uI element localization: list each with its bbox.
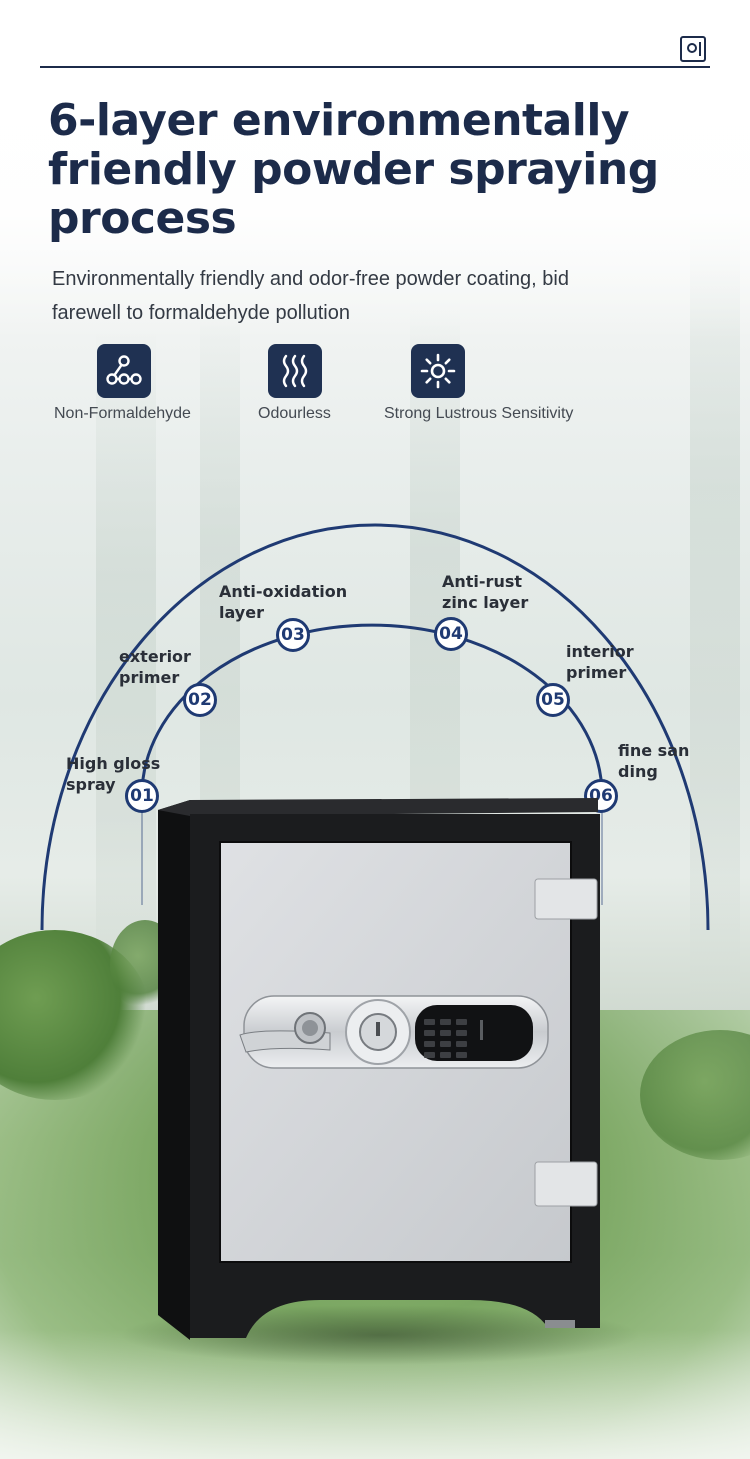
step-label-06: fine san ding (618, 741, 690, 781)
feature-label: Non-Formaldehyde (54, 405, 191, 422)
feature-lustrous: Strong Lustrous Sensitivity (384, 344, 584, 424)
dial-center (302, 1020, 318, 1036)
step-node-04: 04 (434, 617, 468, 651)
step-node-03: 03 (276, 618, 310, 652)
step-label-03: Anti-oxidation layer (219, 582, 348, 622)
step-node-01: 01 (125, 779, 159, 813)
step-label-01: High gloss spray (66, 754, 161, 794)
molecule-icon (97, 344, 151, 398)
keypad-indicator (480, 1020, 483, 1040)
inner-arc (140, 623, 604, 796)
feature-label: Strong Lustrous Sensitivity (384, 405, 574, 422)
step-label-04: Anti-rust zinc layer (442, 572, 529, 612)
odour-waves-icon (268, 344, 322, 398)
feature-non-formaldehyde: Non-Formaldehyde (54, 344, 191, 424)
safe-logo-icon (680, 36, 706, 62)
page-subtitle: Environmentally friendly and odor-free p… (52, 268, 569, 324)
safe-foot (545, 1320, 575, 1328)
step-label-02: exterior primer (119, 647, 191, 687)
page-title: 6-layer environmentally friendly powder … (48, 95, 659, 244)
feature-label: Odourless (258, 405, 331, 422)
outer-arc (40, 523, 710, 931)
safe-side (158, 800, 190, 1340)
key-slot (376, 1022, 380, 1036)
tree-trunk (96, 330, 156, 1030)
safe-top (158, 798, 598, 816)
feature-odourless: Odourless (258, 344, 331, 424)
step-node-02: 02 (183, 683, 217, 717)
keypad (424, 1019, 467, 1058)
safe-base (190, 1290, 600, 1338)
step-node-05: 05 (536, 683, 570, 717)
sky-haze (0, 0, 750, 340)
hinge-bottom (534, 1161, 598, 1207)
sun-shine-icon (411, 344, 465, 398)
hinge-top (534, 878, 598, 920)
header-rule (40, 66, 710, 68)
step-label-05: interior primer (566, 642, 634, 682)
